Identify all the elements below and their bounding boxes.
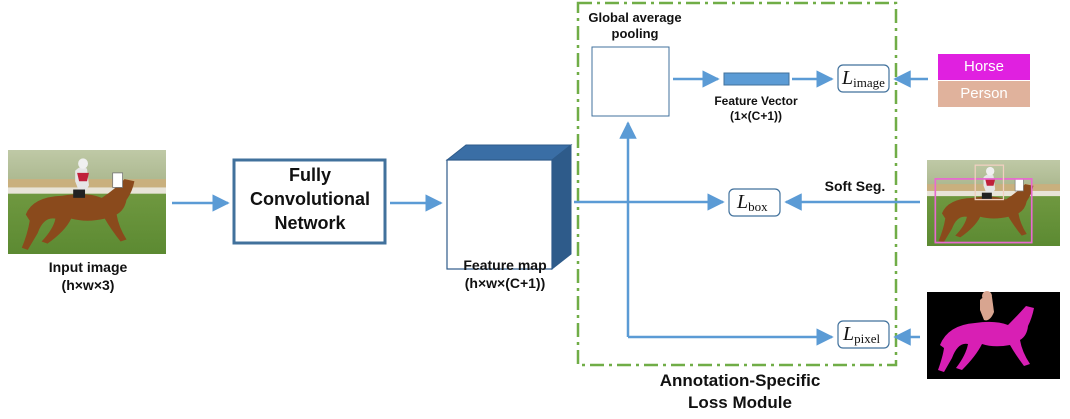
loss-box-symbol: Lbox — [737, 191, 768, 214]
fcn-label-line3: Network — [274, 212, 346, 233]
feature-vector — [723, 72, 790, 86]
loss-module-label-line1: Annotation-Specific — [659, 371, 821, 390]
loss-module-label: Annotation-Specific Loss Module — [610, 370, 870, 414]
fcn-label-line2: Convolutional — [250, 188, 370, 209]
loss-pixel-box — [837, 320, 890, 349]
input-image-title: Input image — [48, 259, 128, 275]
class-label-horse: Horse — [938, 54, 1030, 80]
feature-map-title: Feature map — [463, 257, 547, 273]
fcn-label-line1: Fully — [288, 165, 331, 185]
feature-vector-dims: (1×(C+1)) — [729, 109, 782, 123]
gap-label: Global average pooling — [579, 10, 691, 43]
feature-vector-label: Feature Vector (1×(C+1)) — [696, 94, 816, 124]
loss-module-boundary — [576, 1, 898, 367]
soft-seg-image — [927, 160, 1060, 246]
flow-arrows — [172, 70, 928, 346]
gap-label-line2: pooling — [611, 26, 659, 42]
feature-map-dims: (h×w×(C+1)) — [464, 274, 546, 291]
pixel-mask-image — [927, 291, 1060, 379]
class-label-person: Person — [938, 81, 1030, 107]
input-image-dims: (h×w×3) — [61, 276, 115, 293]
feature-vector-title: Feature Vector — [714, 94, 798, 108]
loss-image-box — [837, 64, 890, 93]
loss-module-label-line2: Loss Module — [688, 393, 792, 413]
feature-map-cube — [445, 143, 573, 271]
gap-label-line1: Global average — [588, 10, 682, 25]
input-image-label: Input image (h×w×3) — [18, 259, 158, 294]
global-average-pooling-box — [591, 46, 670, 117]
loss-box-box — [728, 188, 781, 217]
soft-seg-label: Soft Seg. — [824, 178, 886, 194]
loss-image-symbol: Limage — [842, 67, 885, 90]
fcn-label: Fully Convolutional Network — [236, 164, 384, 235]
input-image — [8, 150, 166, 254]
feature-map-label: Feature map (h×w×(C+1)) — [430, 257, 580, 292]
fcn-box — [232, 158, 387, 245]
loss-pixel-symbol: Lpixel — [843, 323, 881, 346]
